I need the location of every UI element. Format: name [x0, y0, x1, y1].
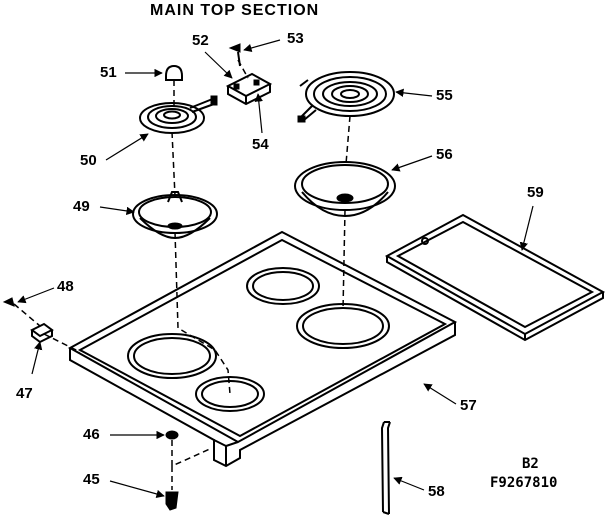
leg-45 [165, 491, 179, 511]
label-47: 47 [16, 385, 33, 402]
label-56: 56 [436, 146, 453, 163]
figure-number: F9267810 [490, 475, 558, 491]
small-surface-element-50 [139, 95, 218, 134]
label-57: 57 [460, 397, 477, 414]
label-55: 55 [436, 87, 453, 104]
leader-arrows [17, 39, 534, 499]
label-48: 48 [57, 278, 74, 295]
cover-panel-59 [384, 213, 606, 342]
trim-strip-58 [380, 421, 391, 515]
label-50: 50 [80, 152, 97, 169]
terminal-block-54 [225, 72, 273, 106]
screw-53 [228, 43, 241, 67]
bracket-47 [30, 322, 54, 344]
label-45: 45 [83, 471, 100, 488]
label-52: 52 [192, 32, 209, 49]
small-drip-bowl-49 [132, 191, 218, 240]
label-58: 58 [428, 483, 445, 500]
label-51: 51 [100, 64, 117, 81]
element-cap-51 [165, 64, 183, 81]
large-drip-bowl-56 [294, 161, 396, 218]
page-code: B2 [522, 456, 539, 472]
label-59: 59 [527, 184, 544, 201]
label-53: 53 [287, 30, 304, 47]
large-surface-element-55 [297, 71, 395, 123]
label-46: 46 [83, 426, 100, 443]
clip-46 [165, 430, 179, 440]
label-54: 54 [252, 136, 269, 153]
assembly-lines [13, 59, 351, 490]
screw-48 [2, 297, 15, 307]
page-title: MAIN TOP SECTION [150, 2, 320, 19]
label-49: 49 [73, 198, 90, 215]
